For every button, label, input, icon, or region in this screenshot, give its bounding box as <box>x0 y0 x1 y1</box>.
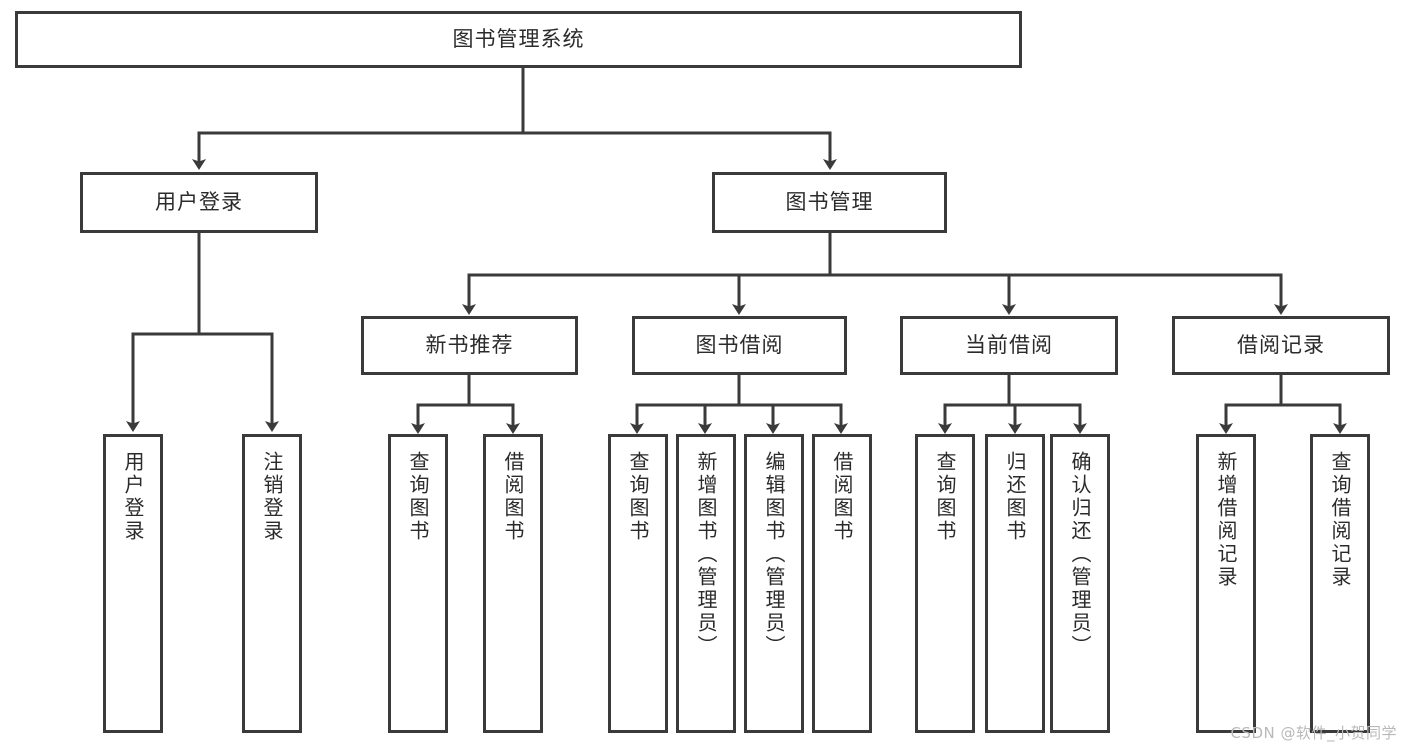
watermark-text: CSDN @软件_小贺同学 <box>1230 724 1397 742</box>
node-label: 新增借阅记录 <box>1214 451 1238 589</box>
node-user-login[interactable]: 用户登录 <box>80 172 318 233</box>
node-label: 查询图书 <box>626 451 650 543</box>
node-leaf-book-borrow-edit[interactable]: 编辑图书（管理员） <box>744 434 804 733</box>
node-label: 当前借阅 <box>965 333 1053 358</box>
node-leaf-book-borrow-query[interactable]: 查询图书 <box>608 434 668 733</box>
node-leaf-new-book-borrow[interactable]: 借阅图书 <box>483 434 543 733</box>
node-leaf-new-book-query[interactable]: 查询图书 <box>388 434 448 733</box>
node-label: 用户登录 <box>121 451 145 543</box>
node-root-system[interactable]: 图书管理系统 <box>15 11 1022 68</box>
node-label: 借阅图书 <box>830 451 854 543</box>
node-label: 图书管理系统 <box>452 27 585 52</box>
node-leaf-user-login-signout[interactable]: 注销登录 <box>242 434 302 733</box>
node-label: 编辑图书（管理员） <box>762 451 786 658</box>
node-book-borrow[interactable]: 图书借阅 <box>632 316 847 375</box>
node-new-book-recommend[interactable]: 新书推荐 <box>361 316 578 375</box>
node-leaf-current-borrow-query[interactable]: 查询图书 <box>915 434 975 733</box>
node-label: 用户登录 <box>155 190 243 215</box>
node-label: 确认归还（管理员） <box>1068 451 1092 658</box>
node-borrow-record[interactable]: 借阅记录 <box>1172 316 1390 375</box>
node-label: 图书借阅 <box>695 333 784 358</box>
node-book-management[interactable]: 图书管理 <box>712 172 947 233</box>
node-label: 借阅记录 <box>1237 333 1325 358</box>
node-leaf-current-borrow-return[interactable]: 归还图书 <box>985 434 1045 733</box>
node-leaf-current-borrow-confirm[interactable]: 确认归还（管理员） <box>1050 434 1110 733</box>
node-label: 新增图书（管理员） <box>694 451 718 658</box>
node-leaf-book-borrow-add[interactable]: 新增图书（管理员） <box>676 434 736 733</box>
node-leaf-user-login-signin[interactable]: 用户登录 <box>103 434 163 733</box>
node-label: 新书推荐 <box>425 333 514 358</box>
node-leaf-borrow-record-query[interactable]: 查询借阅记录 <box>1310 434 1370 733</box>
node-leaf-borrow-record-add[interactable]: 新增借阅记录 <box>1196 434 1256 733</box>
node-label: 查询图书 <box>933 451 957 543</box>
node-current-borrow[interactable]: 当前借阅 <box>900 316 1118 375</box>
node-leaf-book-borrow-lend[interactable]: 借阅图书 <box>812 434 872 733</box>
node-label: 查询借阅记录 <box>1328 451 1352 589</box>
node-label: 注销登录 <box>260 451 284 543</box>
node-label: 图书管理 <box>785 190 874 215</box>
node-label: 借阅图书 <box>501 451 525 543</box>
node-label: 归还图书 <box>1003 451 1027 543</box>
node-label: 查询图书 <box>406 451 430 543</box>
